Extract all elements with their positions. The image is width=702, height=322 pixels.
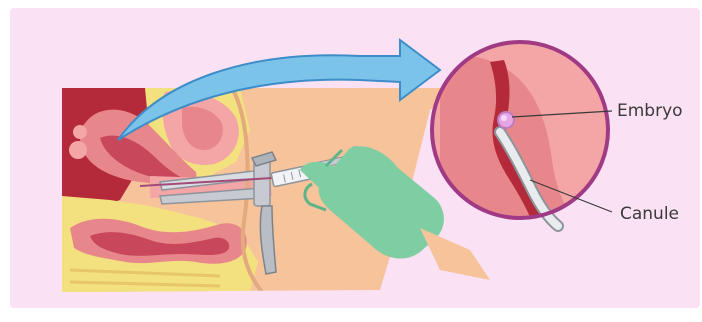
canule-label: Canule bbox=[620, 204, 679, 224]
embryo-label: Embryo bbox=[617, 101, 683, 121]
ovary bbox=[69, 141, 87, 159]
ovary-top bbox=[73, 125, 87, 139]
